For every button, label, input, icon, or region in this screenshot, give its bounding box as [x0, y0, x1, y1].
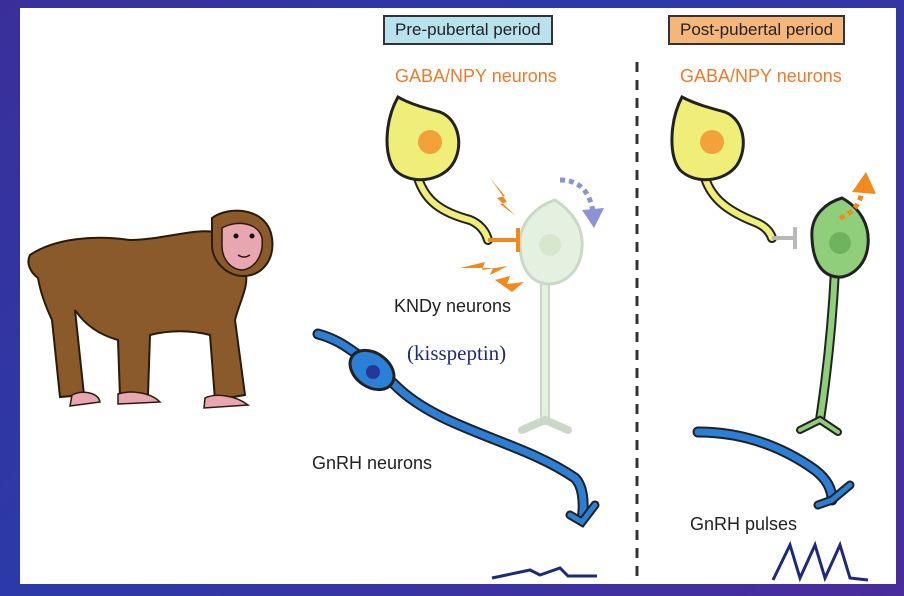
gaba-neuron-post — [670, 94, 797, 249]
gnrh-pulse-trace-pre — [491, 566, 597, 580]
kisspeptin-label: (kisspeptin) — [407, 341, 507, 365]
release-arrow-pre — [559, 177, 604, 228]
gaba-label-pre: GABA/NPY neurons — [395, 66, 557, 86]
pre-pubertal-tag: Pre-pubertal period — [383, 15, 553, 45]
gnrh-pulses-label: GnRH pulses — [690, 514, 798, 534]
kndy-label: KNDy neurons — [394, 296, 512, 316]
post-pubertal-tag: Post-pubertal period — [668, 15, 846, 45]
release-arrow-post — [838, 172, 876, 221]
gaba-neuron-pre — [385, 94, 524, 292]
kndy-neuron-pre — [518, 198, 584, 434]
gnrh-pulse-trace-post — [771, 540, 869, 583]
gnrh-axon-post — [692, 426, 855, 510]
macaque-illustration — [27, 209, 274, 409]
gnrh-neurons-label: GnRH neurons — [312, 453, 433, 473]
gnrh-neuron-pre — [312, 328, 600, 528]
gaba-label-post: GABA/NPY neurons — [680, 66, 842, 86]
kndy-neuron-post — [796, 196, 870, 436]
